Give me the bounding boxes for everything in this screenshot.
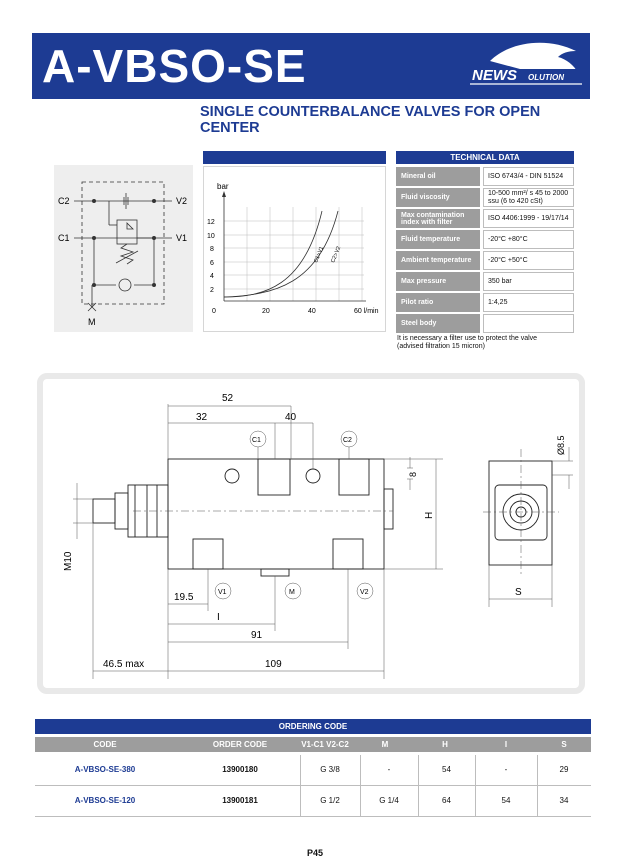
schem-port-m: M xyxy=(88,317,96,327)
ordering-code-title: ORDERING CODE xyxy=(35,719,591,734)
dim-40: 40 xyxy=(285,412,297,423)
col-h: H xyxy=(442,740,448,749)
graph-ytick: 2 xyxy=(210,287,214,294)
tech-row: Ambient temperature -20°C +50°C xyxy=(396,251,574,270)
table-row: A-VBSO-SE-380 13900180 G 3/8 - 54 - 29 xyxy=(35,755,591,786)
pressure-flow-graph: bar 12 10 8 6 4 2 0 20 40 60 l/min C1>V1… xyxy=(203,166,386,332)
port-label-v1: V1 xyxy=(218,589,227,596)
header-bar: A-VBSO-SE NEWS OLUTION xyxy=(32,33,590,99)
port-label-v2: V2 xyxy=(360,589,369,596)
dim-52: 52 xyxy=(222,393,234,404)
tech-row: Pilot ratio 1:4,25 xyxy=(396,293,574,312)
dim-i: I xyxy=(217,612,220,623)
col-v1c1-v2c2: V1-C1 V2-C2 xyxy=(301,740,349,749)
col-m: M xyxy=(381,740,389,749)
dim-8: 8 xyxy=(408,472,418,477)
tech-row: Fluid temperature -20°C +80°C xyxy=(396,230,574,249)
graph-header-bar xyxy=(203,151,386,164)
curve-label-c2v2: C2>V2 xyxy=(330,246,342,264)
dim-46-5-max: 46.5 max xyxy=(103,659,144,670)
tech-row: Mineral oil ISO 6743/4 - DIN 51524 xyxy=(396,167,574,186)
hydraulic-schematic: C2 V2 C1 V1 M xyxy=(58,181,187,327)
schem-port-c2: C2 xyxy=(58,196,70,206)
graph-xtick: 20 xyxy=(262,308,270,315)
dimension-drawing-panel: 52 32 40 8 H Ø8.5 M10 19.5 I 91 46.5 max… xyxy=(37,373,585,694)
tech-row: Steel body xyxy=(396,314,574,333)
port-label-c1: C1 xyxy=(252,437,261,444)
graph-ytick: 4 xyxy=(210,273,214,280)
col-order-code: ORDER CODE xyxy=(212,740,268,749)
graph-xtick: 0 xyxy=(212,308,216,315)
dim-91: 91 xyxy=(251,630,263,641)
page-title: A-VBSO-SE xyxy=(42,40,307,92)
port-label-c2: C2 xyxy=(343,437,352,444)
graph-ytick: 10 xyxy=(207,233,215,240)
page-number: P45 xyxy=(306,848,323,858)
news-solution-logo: NEWS OLUTION xyxy=(468,42,582,85)
dim-109: 109 xyxy=(265,659,282,670)
graph-ytick: 6 xyxy=(210,260,214,267)
table-row: A-VBSO-SE-120 13900181 G 1/2 G 1/4 64 54… xyxy=(35,786,591,817)
dim-bore: Ø8.5 xyxy=(556,435,566,455)
curve-label-c1v1: C1>V1 xyxy=(313,246,325,264)
graph-ytick: 8 xyxy=(210,246,214,253)
logo-text-news: NEWS xyxy=(472,67,517,84)
dim-m10: M10 xyxy=(63,551,74,571)
dim-19-5: 19.5 xyxy=(174,592,194,603)
col-s: S xyxy=(561,740,567,749)
col-code: CODE xyxy=(93,740,117,749)
graph-ytick: 12 xyxy=(207,219,215,226)
dim-32: 32 xyxy=(196,412,208,423)
subtitle: SINGLE COUNTERBALANCE VALVES FOR OPEN CE… xyxy=(200,104,541,136)
dimension-drawing: 52 32 40 8 H Ø8.5 M10 19.5 I 91 46.5 max… xyxy=(63,393,573,679)
tech-row: Fluid viscosity 10-500 mm²/ s 45 to 2000… xyxy=(396,188,574,207)
logo-text-solution: OLUTION xyxy=(528,73,564,82)
col-i: I xyxy=(504,740,508,749)
port-label-m: M xyxy=(289,589,295,596)
schem-port-v2: V2 xyxy=(176,196,187,206)
ordering-table-header: CODE ORDER CODE V1-C1 V2-C2 M H I S xyxy=(35,737,591,752)
graph-xtick: 40 xyxy=(308,308,316,315)
dim-h: H xyxy=(424,512,435,519)
schem-port-c1: C1 xyxy=(58,233,70,243)
dim-s: S xyxy=(515,587,522,598)
filter-note: It is necessary a filter use to protect … xyxy=(397,335,538,350)
tech-row: Max contamination index with filter ISO … xyxy=(396,209,574,228)
schematic-panel: C2 V2 C1 V1 M xyxy=(54,165,193,332)
graph-xtick: 60 l/min xyxy=(354,308,379,315)
graph-unit-y: bar xyxy=(217,182,229,191)
tech-row: Max pressure 350 bar xyxy=(396,272,574,291)
technical-data-title: TECHNICAL DATA xyxy=(396,151,574,164)
schem-port-v1: V1 xyxy=(176,233,187,243)
